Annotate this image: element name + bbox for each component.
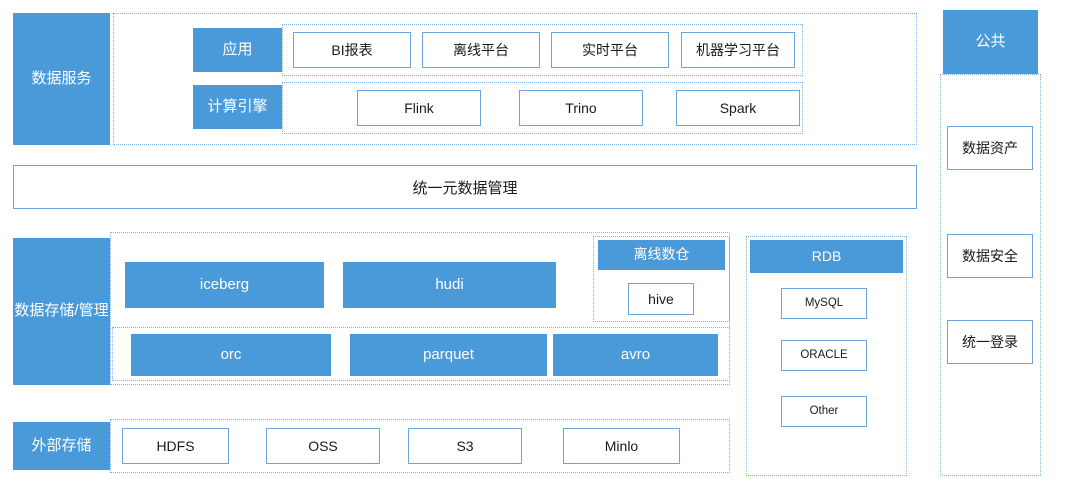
storage-item-hudi[interactable]: hudi [343, 262, 556, 308]
common-item-label: 统一登录 [962, 333, 1018, 350]
common-column-label: 公共 [975, 32, 1006, 50]
data-service-outer-container [113, 13, 917, 145]
app-item-realtime-platform[interactable]: 实时平台 [551, 32, 669, 68]
file-format-row-container [112, 327, 730, 381]
external-storage-item-hdfs[interactable]: HDFS [122, 428, 229, 464]
metadata-bar-label: 统一元数据管理 [412, 179, 518, 197]
external-storage-item-label: S3 [456, 437, 474, 454]
engine-item-label: Spark [719, 99, 757, 116]
external-storage-item-oss[interactable]: OSS [266, 428, 380, 464]
application-row-container [282, 24, 803, 76]
engine-item-label: Trino [565, 99, 597, 116]
app-item-label: 实时平台 [582, 41, 638, 58]
storage-item-parquet[interactable]: parquet [350, 334, 547, 376]
engine-item-label: Flink [404, 99, 434, 116]
external-storage-item-s3[interactable]: S3 [408, 428, 522, 464]
compute-engine-row-container [282, 82, 803, 134]
group-label-compute-engine: 计算引擎 [193, 85, 282, 129]
common-item-label: 数据资产 [962, 139, 1018, 156]
offline-warehouse-item-hive[interactable]: hive [628, 283, 694, 315]
common-column-container [940, 74, 1041, 476]
common-item-label: 数据安全 [962, 247, 1018, 264]
common-item-data-security[interactable]: 数据安全 [947, 234, 1033, 278]
offline-warehouse-container [593, 236, 730, 322]
rdb-header-label: RDB [811, 247, 842, 264]
storage-item-label: parquet [423, 345, 474, 363]
group-label-application: 应用 [193, 28, 282, 72]
app-item-label: 离线平台 [453, 41, 509, 58]
storage-item-orc[interactable]: orc [131, 334, 331, 376]
external-storage-item-label: OSS [308, 437, 338, 454]
storage-item-label: orc [220, 345, 242, 363]
engine-item-spark[interactable]: Spark [676, 90, 800, 126]
rdb-item-oracle[interactable]: ORACLE [781, 340, 867, 371]
rdb-header: RDB [750, 240, 903, 273]
offline-warehouse-label: 离线数仓 [633, 246, 690, 263]
common-item-data-asset[interactable]: 数据资产 [947, 126, 1033, 170]
app-item-offline-platform[interactable]: 离线平台 [422, 32, 540, 68]
app-item-label: 机器学习平台 [696, 41, 780, 58]
layer-label-data-service: 数据服务 [13, 13, 110, 145]
storage-item-label: avro [620, 345, 651, 363]
group-label-text: 应用 [222, 40, 253, 58]
storage-item-iceberg[interactable]: iceberg [125, 262, 324, 308]
storage-item-avro[interactable]: avro [553, 334, 718, 376]
offline-warehouse-item-label: hive [648, 290, 674, 307]
app-item-bi-report[interactable]: BI报表 [293, 32, 411, 68]
engine-item-flink[interactable]: Flink [357, 90, 481, 126]
offline-warehouse-header: 离线数仓 [598, 240, 725, 270]
rdb-item-other[interactable]: Other [781, 396, 867, 427]
storage-item-label: hudi [435, 275, 464, 293]
external-storage-item-label: Minlo [604, 437, 639, 454]
app-item-label: BI报表 [331, 41, 373, 58]
group-label-text: 计算引擎 [207, 97, 268, 115]
rdb-item-label: ORACLE [800, 348, 848, 361]
layer-label-text: 数据存储/管理 [14, 302, 109, 320]
layer-label-data-storage: 数据存储/管理 [13, 238, 110, 385]
external-storage-item-label: HDFS [156, 437, 195, 454]
rdb-item-mysql[interactable]: MySQL [781, 288, 867, 319]
external-storage-container [110, 419, 730, 473]
layer-label-text: 数据服务 [31, 69, 92, 87]
rdb-item-label: Other [809, 404, 839, 417]
unified-metadata-management-bar[interactable]: 统一元数据管理 [13, 165, 917, 209]
common-column-header: 公共 [943, 10, 1038, 74]
layer-label-text: 外部存储 [31, 436, 92, 454]
layer-label-external-storage: 外部存储 [13, 422, 110, 470]
rdb-item-label: MySQL [804, 296, 844, 309]
storage-item-label: iceberg [199, 275, 250, 293]
rdb-container [746, 236, 907, 476]
app-item-ml-platform[interactable]: 机器学习平台 [681, 32, 795, 68]
common-item-unified-login[interactable]: 统一登录 [947, 320, 1033, 364]
external-storage-item-minlo[interactable]: Minlo [563, 428, 680, 464]
engine-item-trino[interactable]: Trino [519, 90, 643, 126]
